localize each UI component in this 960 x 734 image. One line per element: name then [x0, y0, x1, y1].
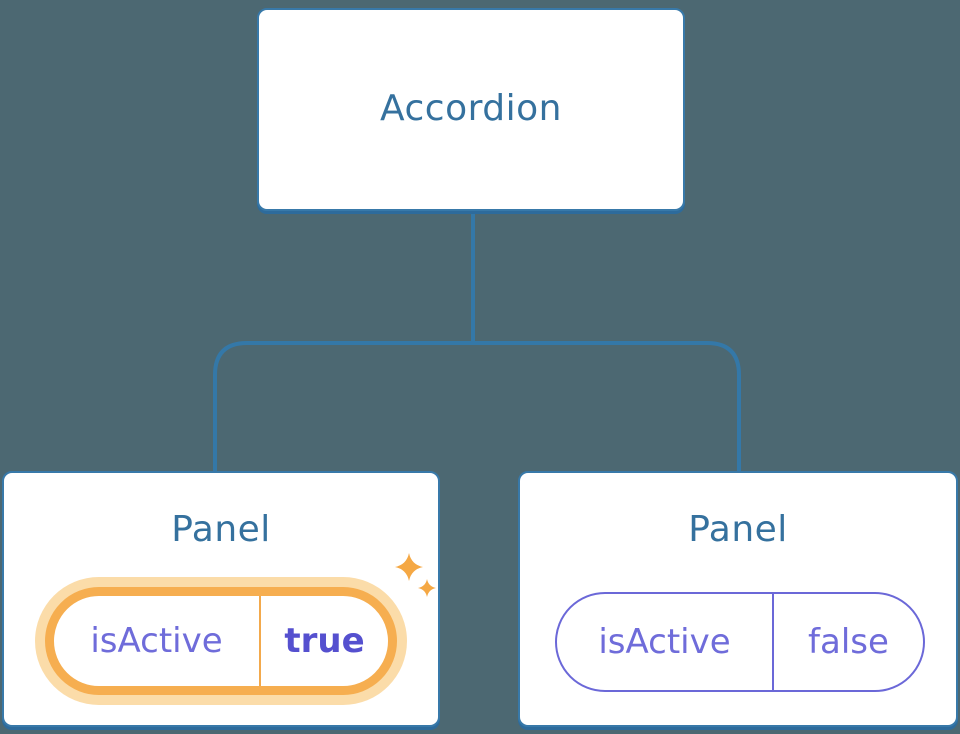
- accordion-node-label: Accordion: [380, 87, 562, 129]
- state-pill-divider: [772, 594, 774, 690]
- state-value-label: true: [284, 621, 365, 661]
- state-value-label: false: [808, 622, 889, 662]
- state-key-label: isActive: [598, 622, 731, 662]
- panel-node-label: Panel: [171, 509, 271, 550]
- accordion-node: Accordion: [257, 8, 685, 211]
- state-key-label: isActive: [90, 621, 223, 661]
- state-pill-active: isActive true: [45, 587, 397, 695]
- panel-node-label: Panel: [688, 509, 788, 550]
- panel-node-inactive: Panel isActive false: [518, 471, 958, 727]
- sparkles-icon: [395, 553, 436, 597]
- connector-bracket: [213, 341, 741, 473]
- panel-node-active: Panel isActive true: [2, 471, 440, 727]
- state-pill-divider: [259, 596, 261, 686]
- state-pill-inactive: isActive false: [555, 592, 925, 692]
